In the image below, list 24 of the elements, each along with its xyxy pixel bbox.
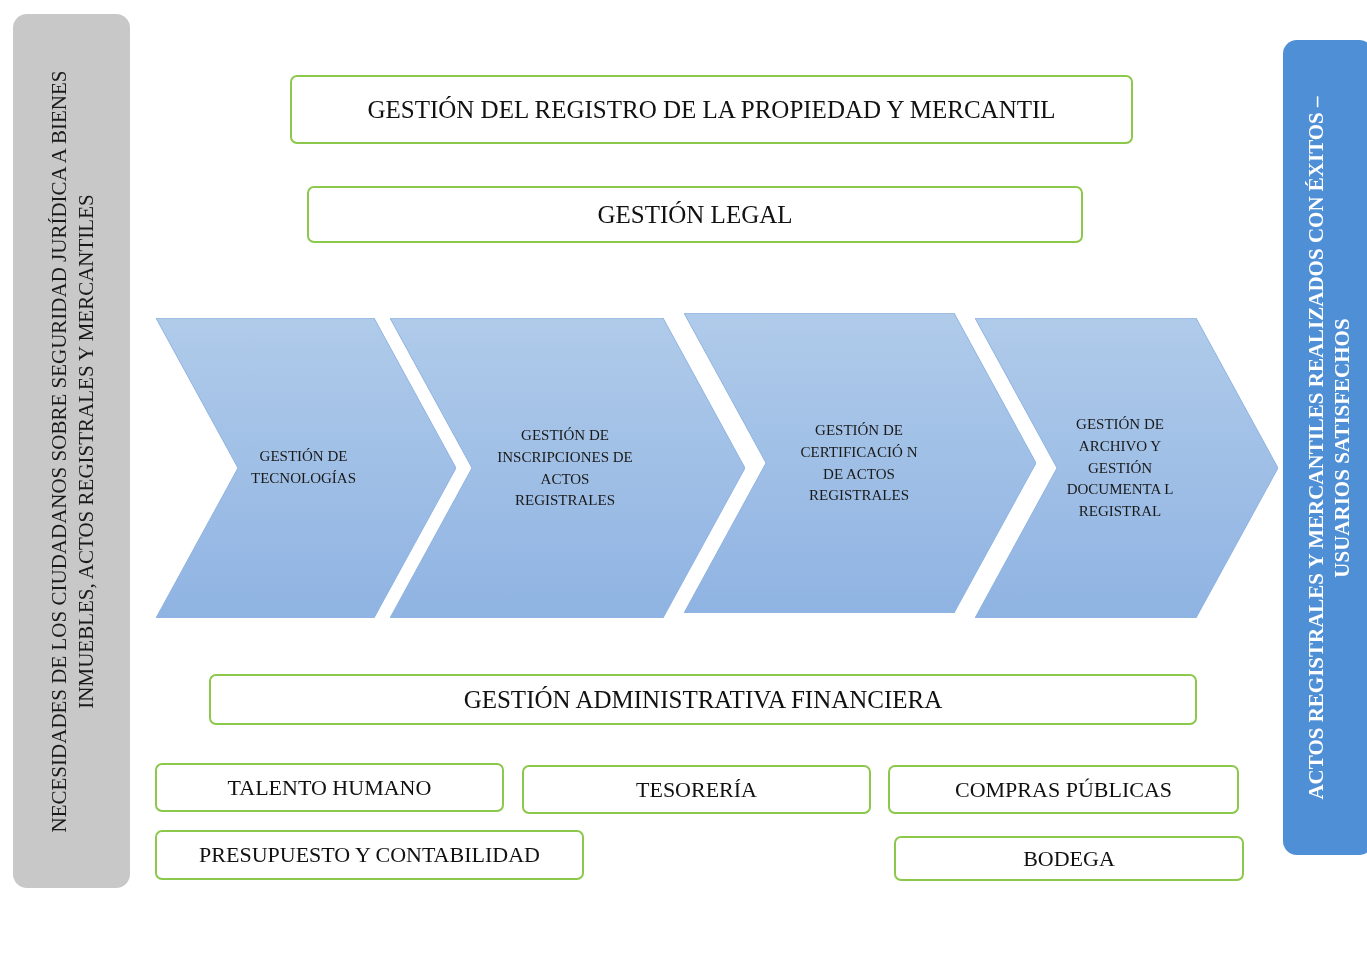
- box-label: TALENTO HUMANO: [227, 774, 432, 801]
- process-box: [290, 75, 1133, 144]
- process-box: [894, 836, 1244, 881]
- process-box: [155, 763, 504, 812]
- chevron-label: GESTIÓN DE ARCHIVO Y GESTIÓN DOCUMENTA L REGISTRAL: [1065, 414, 1175, 521]
- box-label: GESTIÓN ADMINISTRATIVA FINANCIERA: [463, 685, 943, 714]
- process-box: [522, 765, 871, 814]
- chevron-label: GESTIÓN DE TECNOLOGÍAS: [250, 447, 357, 488]
- process-box: [307, 186, 1083, 243]
- chevron-label: GESTIÓN DE INSCRIPCIONES DE ACTOS REGISTRALES: [496, 425, 634, 510]
- output-band: [1283, 40, 1367, 855]
- process-box: [888, 765, 1239, 814]
- input-band: [13, 14, 130, 888]
- box-label: GESTIÓN DEL REGISTRO DE LA PROPIEDAD Y MERCANTIL: [367, 95, 1056, 124]
- process-box: [209, 674, 1197, 725]
- box-label: COMPRAS PÚBLICAS: [955, 776, 1172, 803]
- vertical-text: NECESIDADES DE LOS CIUDADANOS SOBRE SEGURIDAD JURÍDICA A BIENES INMUEBLES, ACTOS REGISTRALES Y MERCANTILES: [45, 69, 98, 834]
- chevron-label: GESTIÓN DE CERTIFICACIÓ N DE ACTOS REGISTRALES: [799, 420, 919, 505]
- process-box: [155, 830, 584, 880]
- box-label: BODEGA: [1023, 845, 1115, 872]
- box-label: PRESUPUESTO Y CONTABILIDAD: [199, 842, 540, 868]
- box-label: GESTIÓN LEGAL: [597, 200, 793, 229]
- box-label: TESORERÍA: [636, 776, 757, 803]
- vertical-text: ACTOS REGISTRALES Y MERCANTILES REALIZADOS CON ÉXITOS – USUARIOS SATISFECHOS: [1301, 94, 1354, 802]
